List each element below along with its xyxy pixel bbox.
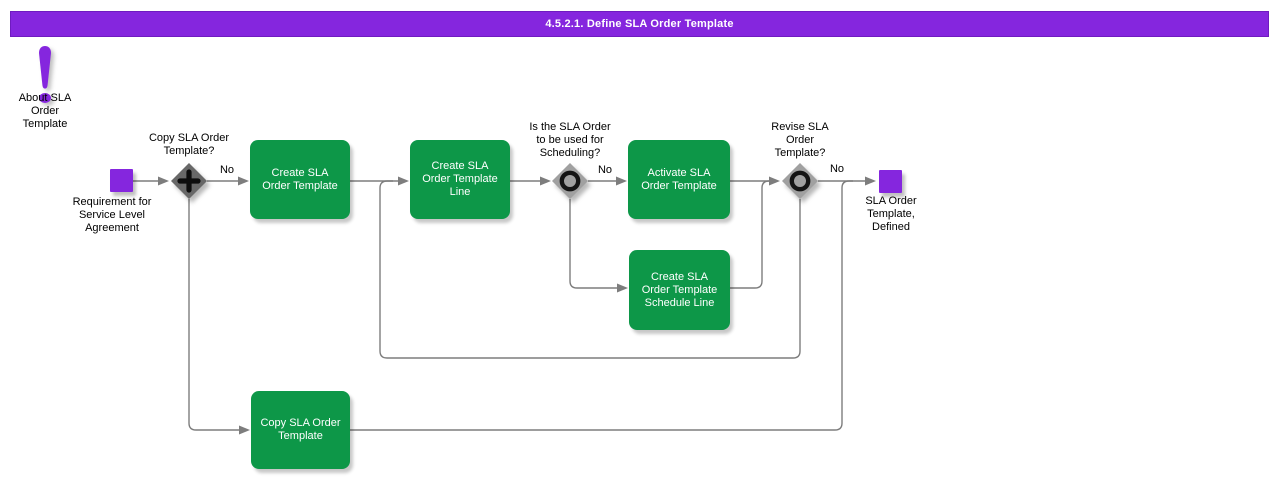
page-title: 4.5.2.1. Define SLA Order Template	[545, 18, 734, 30]
copy-template-gateway	[171, 163, 207, 199]
circle-gateway-icon	[559, 170, 581, 192]
connector-copy-yes-to-copy-task	[188, 199, 239, 431]
task-create-sla-order-template-schedule-line[interactable]: Create SLA Order Template Schedule Line	[629, 250, 730, 330]
arrowhead	[239, 425, 250, 435]
scheduling-gateway	[552, 163, 588, 199]
title-bar: 4.5.2.1. Define SLA Order Template	[10, 11, 1269, 37]
connector-scheduling-yes-to-schedule-line	[569, 199, 618, 289]
plus-gateway-icon	[177, 169, 201, 193]
copy-template-question-label: Copy SLA Order Template?	[148, 132, 230, 157]
arrowhead	[617, 283, 628, 293]
task-copy-sla-order-template[interactable]: Copy SLA Order Template	[251, 391, 350, 469]
revise-template-gateway	[782, 163, 818, 199]
copy-template-no-label: No	[219, 164, 235, 176]
start-event-label: Requirement for Service Level Agreement	[72, 196, 152, 234]
task-create-sla-order-template-line[interactable]: Create SLA Order Template Line	[410, 140, 510, 219]
connector-schedule-line-to-revise-gateway	[730, 180, 771, 289]
task-create-sla-order-template[interactable]: Create SLA Order Template	[250, 140, 350, 219]
revise-question-label: Revise SLA Order Template?	[771, 121, 829, 159]
end-event-label: SLA Order Template, Defined	[865, 195, 917, 233]
arrowhead	[238, 176, 249, 186]
arrowhead	[616, 176, 627, 186]
about-label: About SLA Order Template	[18, 92, 72, 130]
scheduling-question-label: Is the SLA Order to be used for Scheduli…	[529, 121, 611, 159]
scheduling-no-label: No	[597, 164, 613, 176]
end-event	[879, 170, 902, 193]
task-activate-sla-order-template[interactable]: Activate SLA Order Template	[628, 140, 730, 219]
circle-gateway-icon	[789, 170, 811, 192]
exclamation-icon[interactable]	[28, 45, 62, 109]
start-event	[110, 169, 133, 192]
arrowhead	[865, 176, 876, 186]
revise-no-label: No	[829, 163, 845, 175]
arrowhead	[398, 176, 409, 186]
